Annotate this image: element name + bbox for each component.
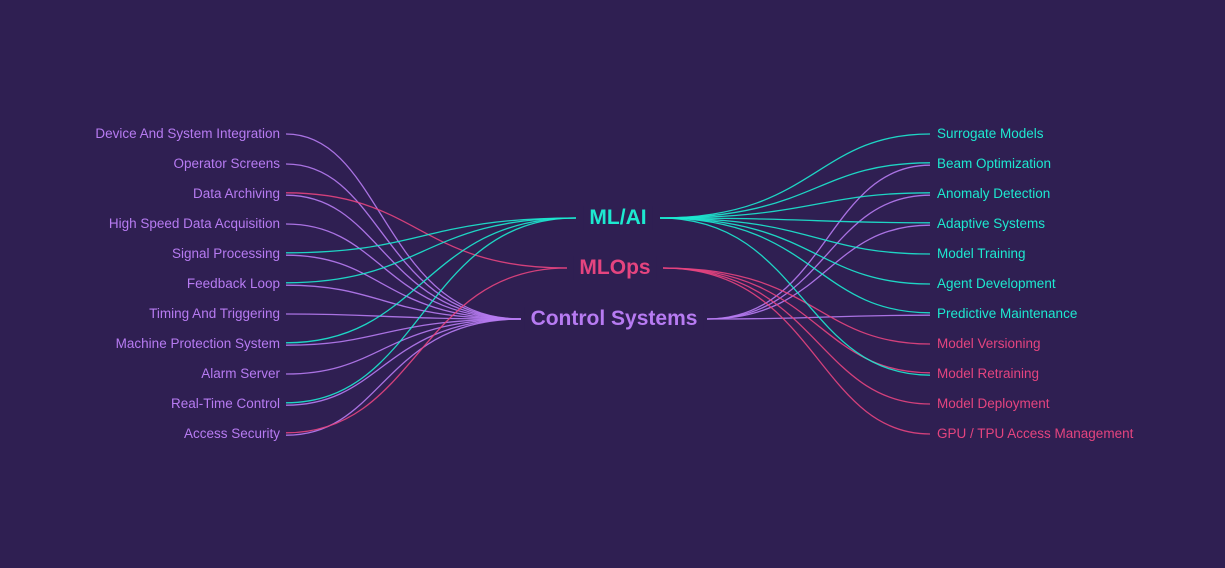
link-right-control [706,194,931,320]
link-left-control [285,223,522,320]
right-item[interactable]: Adaptive Systems [937,216,1046,231]
link-left-control [285,163,522,320]
link-left-control [285,133,522,320]
right-item[interactable]: Surrogate Models [937,126,1044,141]
link-right-ml_ai [659,192,931,219]
link-right-ml_ai [659,217,931,376]
link-right-ml_ai [659,217,931,224]
right-item[interactable]: GPU / TPU Access Management [937,426,1134,441]
link-left-ml_ai [285,217,577,344]
left-item[interactable]: High Speed Data Acquisition [108,216,280,231]
left-item[interactable]: Feedback Loop [186,276,280,291]
right-item[interactable]: Model Deployment [937,396,1050,411]
left-item[interactable]: Access Security [183,426,280,441]
hub-control-systems[interactable]: Control Systems [524,307,704,331]
link-right-ml_ai [659,217,931,314]
left-item[interactable]: Signal Processing [171,246,280,261]
link-left-control [285,318,522,406]
left-item[interactable]: Data Archiving [192,186,280,201]
left-item[interactable]: Alarm Server [201,366,280,381]
link-left-control [285,284,522,320]
link-left-mlops [285,267,568,434]
hub-mlops[interactable]: MLOps [573,256,657,280]
link-right-ml_ai [659,217,931,255]
hub-ml-ai[interactable]: ML/AI [583,206,653,230]
link-left-ml_ai [285,217,577,404]
link-left-mlops [285,192,568,269]
link-right-ml_ai [659,217,931,285]
right-item[interactable]: Predictive Maintenance [937,306,1078,321]
link-right-ml_ai [659,133,931,219]
left-item[interactable]: Machine Protection System [115,336,280,351]
left-item[interactable]: Device And System Integration [95,126,280,141]
link-right-ml_ai [659,162,931,219]
link-right-control [706,314,931,320]
right-item[interactable]: Anomaly Detection [937,186,1051,201]
link-left-control [285,194,522,320]
link-left-control [285,318,522,436]
link-left-ml_ai [285,217,577,284]
link-left-control [285,313,522,320]
link-right-mlops [662,267,931,435]
link-left-control [285,318,522,375]
link-left-control [285,318,522,346]
right-item[interactable]: Beam Optimization [937,156,1052,171]
left-item[interactable]: Operator Screens [173,156,280,171]
right-item[interactable]: Model Versioning [937,336,1041,351]
right-item[interactable]: Agent Development [937,276,1056,291]
link-right-mlops [662,267,931,345]
link-right-mlops [662,267,931,374]
left-item[interactable]: Real-Time Control [170,396,280,411]
right-item[interactable]: Model Retraining [937,366,1040,381]
left-item[interactable]: Timing And Triggering [149,306,280,321]
link-left-ml_ai [285,217,577,254]
link-right-mlops [662,267,931,405]
right-item[interactable]: Model Training [937,246,1026,261]
link-right-control [706,164,931,320]
link-left-control [285,254,522,320]
link-right-control [706,224,931,320]
